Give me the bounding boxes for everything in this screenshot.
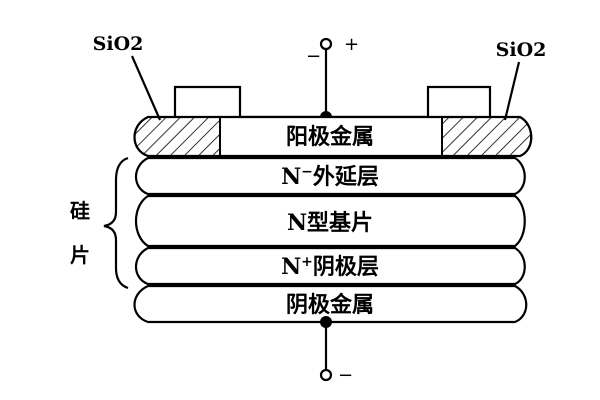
oxide-leader-left: [130, 55, 162, 121]
cathode-terminal-circle: [319, 368, 333, 382]
wafer-label-char-1: 硅: [70, 199, 90, 223]
anode-metal-outline: [173, 85, 492, 119]
oxide-region-right: [441, 116, 533, 157]
oxide-label-right: SiO2: [496, 39, 547, 61]
n-minus-epitaxial-layer: [134, 156, 526, 196]
oxide-label-left: SiO2: [93, 33, 144, 55]
n-plus-cathode-layer: [134, 246, 526, 286]
wafer-brace: [103, 156, 129, 290]
cathode-contact-dot: [320, 316, 332, 328]
cathode-terminal: −: [319, 316, 353, 386]
n-plus-cathode-label: N+阴极层: [281, 254, 379, 280]
oxide-leader-right: [503, 61, 521, 121]
anode-minus-sign: −: [306, 46, 321, 67]
anode-terminal: + −: [306, 34, 359, 123]
n-type-substrate-layer: [135, 194, 526, 248]
anode-terminal-circle: [319, 37, 333, 51]
n-type-substrate-label: N型基片: [287, 210, 373, 236]
wafer-label-char-2: 片: [70, 243, 90, 267]
oxide-region-left: [133, 116, 221, 157]
cathode-metal-layer: [133, 284, 528, 324]
cathode-minus-sign: −: [338, 365, 353, 386]
cathode-metal-label: 阴极金属: [286, 292, 374, 318]
anode-metal-label: 阳极金属: [286, 124, 374, 150]
n-minus-epitaxial-label: N−外延层: [281, 164, 379, 190]
anode-plus-sign: +: [344, 34, 359, 55]
